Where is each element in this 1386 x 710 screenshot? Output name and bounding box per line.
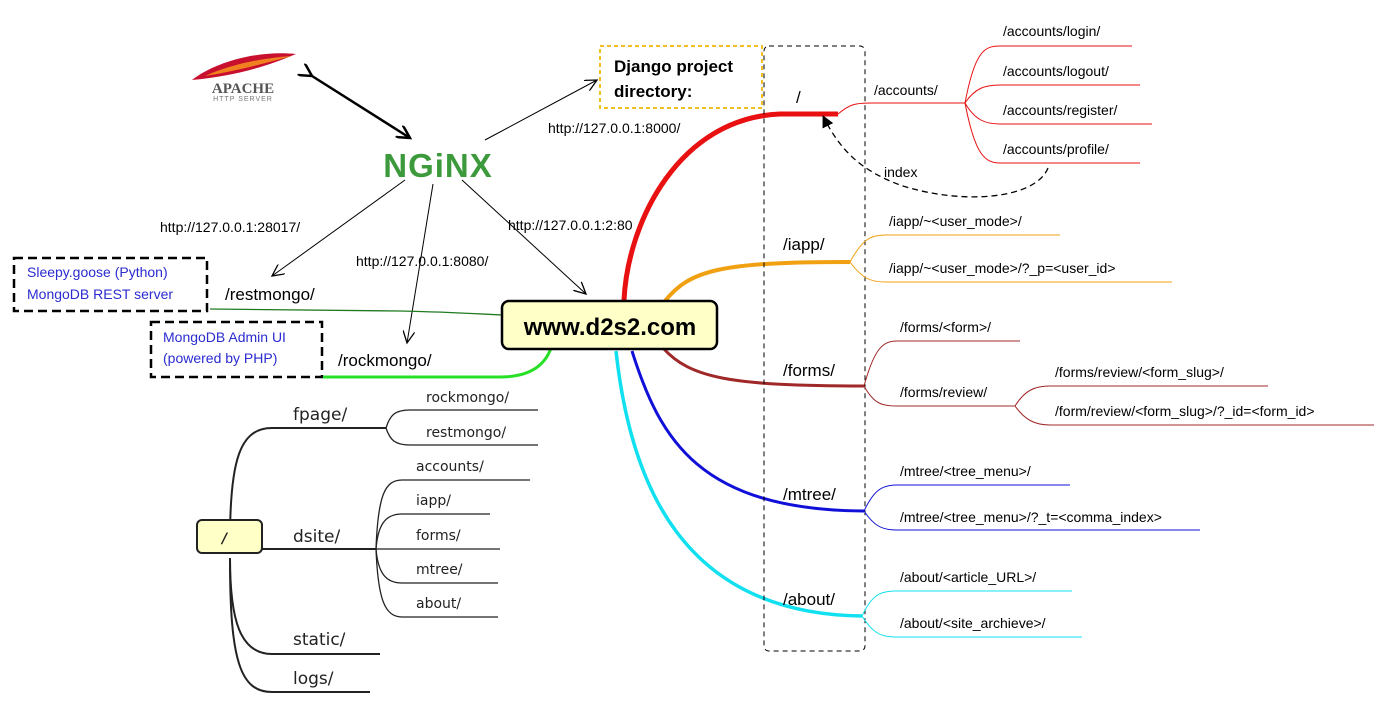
- forms-review-id-branch: [1014, 405, 1374, 426]
- about-route-branch: [614, 350, 863, 618]
- accounts-register-branch: [964, 102, 1152, 125]
- fs-fpage-restmongo-branch: [385, 427, 538, 446]
- fs-dsite-accounts-branch: [375, 479, 530, 550]
- django-box-subtitle: directory:: [614, 82, 692, 101]
- fs-fpage-rockmongo-label: rockmongo/: [426, 390, 509, 406]
- rockmongo-url-label: http://127.0.0.1:8080/: [356, 253, 488, 269]
- iapp-child1-branch: [849, 234, 1060, 263]
- about-archive-label: /about/<site_archieve>/: [900, 615, 1046, 631]
- apache-feather-highlight: [205, 56, 292, 76]
- fs-logs-label: logs/: [293, 669, 334, 689]
- about-article-branch: [861, 590, 1072, 617]
- fs-dsite-iapp-branch: [375, 513, 490, 550]
- sleepy-goose-box: [12, 256, 209, 313]
- mtree-index-label: /mtree/<tree_menu>/?_t=<comma_index>: [900, 509, 1162, 525]
- iapp-route-branch: [663, 260, 851, 303]
- fs-fpage-rockmongo-branch: [385, 409, 538, 429]
- forms-route-branch: [661, 346, 865, 388]
- mongodb-admin-box: [149, 320, 324, 379]
- admin-box-line1: MongoDB Admin UI: [163, 329, 286, 345]
- rockmongo-label: /rockmongo/: [338, 351, 432, 370]
- d2s2-center-node: [500, 299, 719, 351]
- about-route-label: /about/: [783, 590, 835, 609]
- accounts-profile-label: /accounts/profile/: [1003, 141, 1109, 157]
- root-route-label: /: [796, 88, 801, 107]
- nginx-d2s2-connector: [461, 179, 586, 294]
- fs-fpage-label: fpage/: [293, 405, 347, 425]
- forms-route-label: /forms/: [783, 361, 835, 380]
- forms-review-label: /forms/review/: [900, 384, 987, 400]
- forms-review-slug-label: /forms/review/<form_slug>/: [1055, 364, 1224, 380]
- forms-review-slug-branch: [1014, 385, 1268, 407]
- forms-review-branch: [863, 385, 1015, 407]
- index-label: index: [884, 164, 917, 180]
- accounts-login-label: /accounts/login/: [1003, 23, 1100, 39]
- index-redirect-arrow: [822, 115, 1049, 198]
- nginx-restmongo-connector: [272, 179, 406, 276]
- accounts-login-branch: [964, 45, 1132, 104]
- admin-box-line2: (powered by PHP): [163, 350, 277, 366]
- forms-review-id-label: /form/review/<form_slug>/?_id=<form_id>: [1055, 403, 1315, 419]
- sleepy-box-line2: MongoDB REST server: [27, 286, 173, 302]
- forms-form-label: /forms/<form>/: [900, 319, 991, 335]
- iapp-user-mode-label: /iapp/~<user_mode>/: [889, 213, 1022, 229]
- django-url-label: http://127.0.0.1:8000/: [548, 120, 680, 136]
- d2s2-url-label: http://127.0.0.1:2:80: [508, 217, 633, 233]
- accounts-route-label: /accounts/: [874, 82, 938, 98]
- fs-fpage-restmongo-label: restmongo/: [426, 425, 506, 441]
- about-article-label: /about/<article_URL>/: [900, 569, 1036, 585]
- rockmongo-branch: [323, 347, 553, 379]
- accounts-logout-branch: [964, 84, 1140, 104]
- accounts-logout-label: /accounts/logout/: [1003, 63, 1109, 79]
- mtree-route-branch: [630, 350, 865, 513]
- root-accounts-link: [837, 102, 965, 115]
- sleepy-box-line1: Sleepy.goose (Python): [27, 264, 168, 280]
- apache-nginx-connector: [312, 76, 410, 138]
- iapp-child2-branch: [849, 261, 1172, 283]
- fs-logs-branch: [229, 559, 370, 693]
- mtree-index-branch: [863, 510, 1200, 531]
- root-route-branch: [621, 111, 838, 301]
- accounts-profile-branch: [964, 102, 1140, 164]
- mtree-menu-branch: [863, 484, 1070, 512]
- nginx-logo: NGiNX: [383, 147, 493, 184]
- fs-root-label: /: [220, 531, 229, 547]
- django-project-box: [599, 45, 763, 109]
- fs-dsite-about-branch: [375, 548, 498, 618]
- d2s2-domain-label: www.d2s2.com: [523, 314, 697, 341]
- sleepy-url-label: http://127.0.0.1:28017/: [160, 219, 300, 235]
- mtree-route-label: /mtree/: [783, 485, 836, 504]
- apache-logo-subtext: HTTP SERVER: [213, 96, 273, 103]
- fs-dsite-iapp-label: iapp/: [416, 493, 451, 509]
- fs-static-label: static/: [293, 630, 346, 650]
- nginx-rockmongo-connector: [407, 183, 434, 343]
- fs-dsite-label: dsite/: [293, 527, 340, 547]
- apache-logo: APACHE HTTP SERVER: [192, 53, 296, 103]
- iapp-route-label: /iapp/: [783, 235, 825, 254]
- accounts-register-label: /accounts/register/: [1003, 102, 1117, 118]
- fs-root-node: [196, 519, 263, 554]
- fs-dsite-accounts-label: accounts/: [416, 459, 484, 475]
- fs-fpage-branch: [229, 427, 386, 541]
- fs-dsite-mtree-label: mtree/: [416, 562, 463, 578]
- iapp-user-id-label: /iapp/~<user_mode>/?_p=<user_id>: [889, 260, 1116, 276]
- django-box-title: Django project: [614, 57, 733, 76]
- nginx-django-connector: [484, 80, 597, 141]
- fs-dsite-about-label: about/: [416, 596, 461, 612]
- restmongo-branch: [209, 308, 503, 316]
- forms-form-branch: [863, 340, 1020, 387]
- restmongo-label: /restmongo/: [225, 285, 315, 304]
- about-archive-branch: [861, 615, 1082, 638]
- mtree-menu-label: /mtree/<tree_menu>/: [900, 463, 1031, 479]
- apache-logo-text: APACHE: [212, 81, 274, 97]
- django-routes-frame: [763, 45, 866, 652]
- fs-dsite-forms-label: forms/: [416, 528, 461, 544]
